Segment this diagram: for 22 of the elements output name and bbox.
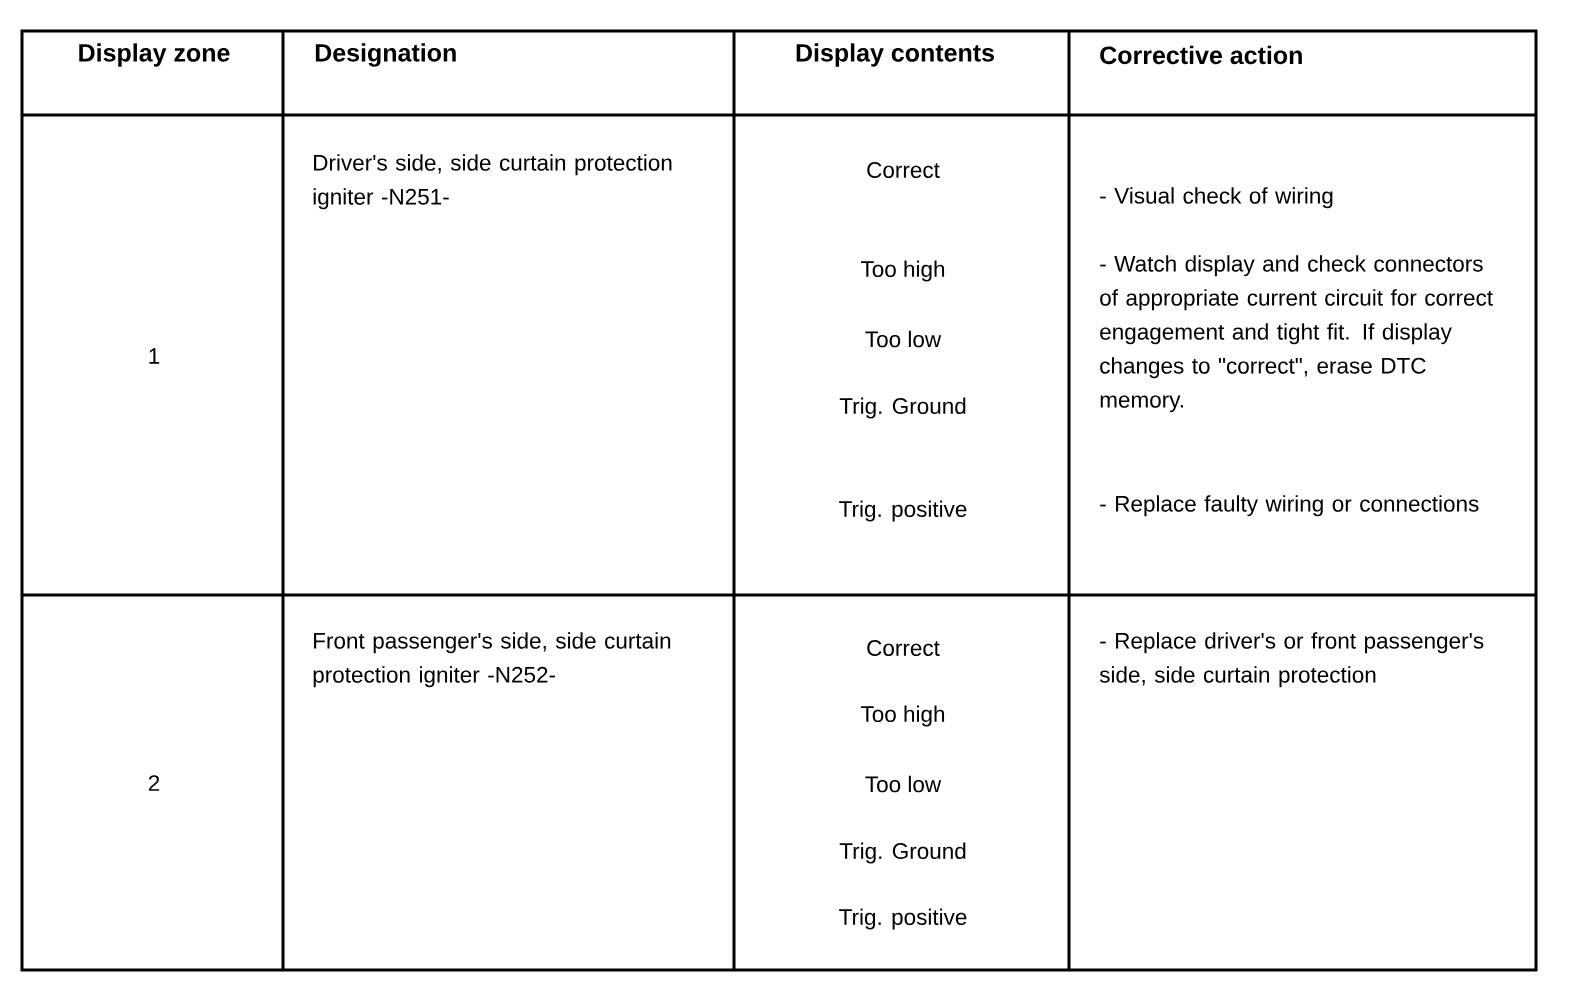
zone-number: 2 [148,775,160,791]
display-status: Too high [861,260,945,282]
component-designation: Front passenger's side, side curtain protection igniter -N252- [313,632,671,688]
zone-number: 1 [149,348,160,364]
corrective-action: - Replace faulty wiring or connections [1100,495,1479,517]
display-status: Too low [865,330,942,348]
display-status: Correct [867,640,940,656]
corrective-action: - Watch display and check connectors of appropriate current circuit for correct engagement and tight fit. If display changes to "correct", erase DTC memory. [1100,255,1493,413]
display-status: Trig. positive [839,500,967,522]
corrective-action: - Replace driver's or front passenger's side, side curtain protection [1099,632,1484,688]
display-status: Trig. positive [839,908,967,930]
column-header: Display contents [796,43,994,67]
column-header: Designation [315,43,456,67]
display-status: Too high [861,705,945,727]
component-designation: Driver's side, side curtain protection igniter -N251- [313,154,672,210]
corrective-action: - Visual check of wiring [1100,187,1333,209]
column-header: Display zone [79,43,230,67]
display-status: Trig. Ground [839,842,966,864]
display-status: Correct [867,162,940,178]
column-header: Corrective action [1100,45,1302,65]
display-status: Too low [865,775,942,793]
display-status: Trig. Ground [839,397,966,419]
